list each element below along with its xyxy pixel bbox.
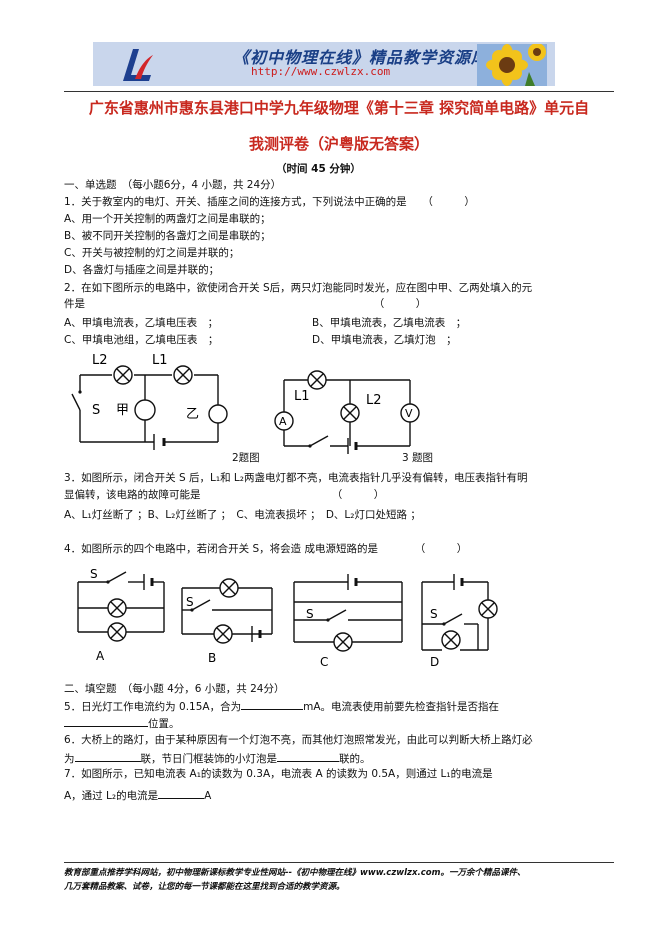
q4-stem: 4．如图所示的四个电路中，若闭合开关 S，将会造 成电源短路的是 （ ）	[64, 543, 468, 555]
site-logo-icon	[123, 49, 153, 81]
fig3-label-a: A	[279, 415, 287, 428]
sunflower-icon	[477, 44, 547, 86]
q2-option-d: D、甲填电流表，乙填灯泡 ；	[312, 334, 457, 346]
page-title-line2: 我测评卷（沪粤版无答案）	[248, 135, 429, 153]
q1-option-d: D、各盏灯与插座之间是并联的；	[64, 264, 220, 276]
q4-circuit-c	[293, 574, 403, 652]
q5-line2: 位置。	[64, 715, 180, 732]
q6-line1: 6．大桥上的路灯，由于某种原因有一个灯泡不亮，而其他灯泡照常发光，由此可以判断大…	[64, 734, 533, 746]
q4-switch-label-d: S	[430, 607, 438, 621]
banner: 《初中物理在线》精品教学资源库 http://www.czwlzx.com	[93, 42, 555, 86]
banner-divider	[64, 91, 614, 92]
fig3-label-l2: L2	[366, 393, 382, 408]
q6-text-d: 联的。	[339, 753, 371, 765]
q4-label-c: C	[320, 655, 328, 669]
fig2-label-jia: 甲	[116, 403, 129, 418]
q4-label-a: A	[96, 649, 105, 663]
fig2-label-s: S	[92, 403, 100, 418]
fig3-label-l1: L1	[294, 389, 310, 404]
footer-line1: 教育部重点推荐学科网站，初中物理新课标教学专业性网站--《初中物理在线》www.…	[64, 868, 526, 878]
q4-switch-label-c: S	[306, 607, 314, 621]
q4-circuit-b	[181, 578, 273, 644]
q1-option-a: A、用一个开关控制的两盏灯之间是串联的；	[64, 213, 271, 225]
q5-text-a: 5．日光灯工作电流约为 0.15A，合为	[64, 701, 242, 713]
q6-line2: 为 联，节日门框装饰的小灯泡是 联的。	[64, 750, 371, 767]
exam-time: （时间 45 分钟）	[276, 163, 361, 175]
q6-blank-2[interactable]	[277, 750, 339, 762]
q7-line2: A，通过 L₂的电流是 A	[64, 787, 211, 804]
figure-q4-circuits: S S S S A B C D	[77, 567, 498, 669]
q3-stem-line2: 显偏转，该电路的故障可能是 （ ）	[64, 489, 385, 501]
figure-q3-circuit: L1 L2 A V	[274, 370, 420, 454]
q2-option-b: B、甲填电流表，乙填电流表 ；	[312, 317, 467, 329]
footer-line2: 几万套精品教案、试卷，让您的每一节课都能在这里找到合适的教学资源。	[64, 882, 345, 892]
fig2-label-l1: L1	[152, 353, 168, 368]
q6-blank-1[interactable]	[74, 750, 141, 762]
section2-heading: 二、填空题 （每小题 4分，6 小题，共 24分）	[64, 683, 285, 695]
q4-label-d: D	[430, 655, 439, 669]
q7-text-c: A	[204, 790, 212, 802]
q4-switch-label-b: S	[186, 595, 194, 609]
q7-line1: 7．如图所示，已知电流表 A₁的读数为 0.3A，电流表 A 的读数为 0.5A…	[64, 768, 493, 780]
fig2-label-l2: L2	[92, 353, 108, 368]
q4-circuit-a	[77, 571, 165, 642]
q5-text-b: mA。电流表使用前要先检查指针是否指在	[303, 701, 500, 713]
q5-blank-2[interactable]	[64, 715, 148, 727]
q2-stem-line1: 2．在如下图所示的电路中，欲使闭合开关 S后，两只灯泡能同时发光，应在图中甲、乙…	[64, 282, 533, 294]
q5-text-c: 位置。	[148, 718, 180, 730]
banner-url: http://www.czwlzx.com	[251, 65, 391, 78]
q1-option-b: B、被不同开关控制的各盏灯之间是串联的；	[64, 230, 271, 242]
q4-label-b: B	[208, 651, 216, 665]
section1-heading: 一、单选题 （每小题6分，4 小题，共 24分）	[64, 179, 282, 191]
fig3-label-v: V	[405, 407, 413, 420]
q2-stem-line2: 件是 （ ）	[64, 298, 427, 310]
q7-blank[interactable]	[158, 787, 205, 799]
q5-blank-1[interactable]	[241, 698, 304, 710]
q2-option-a: A、甲填电流表，乙填电压表 ；	[64, 317, 219, 329]
q1-stem: 1．关于教室内的电灯、开关、插座之间的连接方式，下列说法中正确的是 （ ）	[64, 196, 475, 208]
fig2-label-yi: 乙	[186, 407, 199, 422]
q3-options: A、L₁灯丝断了 ；B、L₂灯丝断了 ； C、电流表损坏 ； D、L₂灯口处短路…	[64, 509, 421, 521]
q1-option-c: C、开关与被控制的灯之间是并联的；	[64, 247, 240, 259]
q2-option-c: C、甲填电池组，乙填电压表 ；	[64, 334, 219, 346]
banner-title: 《初中物理在线》精品教学资源库	[233, 48, 489, 67]
fig2-caption: 2题图	[232, 452, 260, 464]
figure-q2-circuit: L2 L1 S 甲 乙	[71, 353, 228, 450]
q4-circuit-d	[421, 574, 498, 651]
q4-switch-label-a: S	[90, 567, 98, 581]
page-title-line1: 广东省惠州市惠东县港口中学九年级物理《第十三章 探究简单电路》单元自	[88, 99, 590, 117]
q5-line1: 5．日光灯工作电流约为 0.15A，合为 mA。电流表使用前要先检查指针是否指在	[64, 698, 499, 715]
footer-divider	[64, 862, 614, 863]
fig3-caption: 3 题图	[402, 452, 434, 464]
q6-text-b: 为	[64, 753, 75, 765]
q3-stem-line1: 3．如图所示，闭合开关 S 后，L₁和 L₂两盏电灯都不亮，电流表指针几乎没有偏…	[64, 472, 528, 484]
q7-text-b: A，通过 L₂的电流是	[64, 790, 159, 802]
q6-text-c: 联，节日门框装饰的小灯泡是	[140, 753, 278, 765]
